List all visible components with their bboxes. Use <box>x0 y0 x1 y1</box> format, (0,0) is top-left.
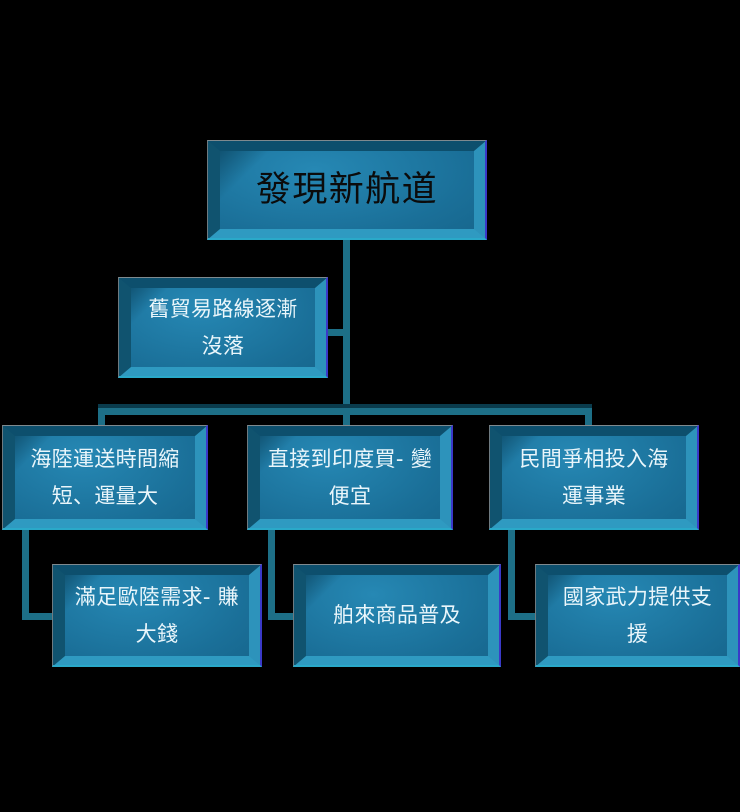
connector-drop-effect-1 <box>98 408 105 428</box>
node-sub-2[interactable]: 舶來商品普及 <box>293 564 501 667</box>
node-cause[interactable]: 舊貿易路線逐漸 沒落 <box>118 277 328 378</box>
node-effect-2-label: 直接到印度買- 變 便宜 <box>267 446 433 508</box>
connector-drop-sub-2 <box>268 528 275 620</box>
node-sub-1[interactable]: 滿足歐陸需求- 賺 大錢 <box>52 564 262 667</box>
connector-drop-effect-2 <box>343 408 350 428</box>
connector-elbow-sub-1 <box>22 613 56 620</box>
connector-elbow-sub-2 <box>268 613 298 620</box>
node-sub-3-label: 國家武力提供支 援 <box>562 584 713 646</box>
connector-drop-sub-1 <box>22 528 29 620</box>
connector-drop-effect-3 <box>585 408 592 428</box>
connector-root-trunk <box>343 238 350 414</box>
connector-elbow-sub-3 <box>508 613 540 620</box>
node-effect-1-label: 海陸運送時間縮 短、運量大 <box>30 446 180 508</box>
connector-drop-sub-3 <box>508 528 515 620</box>
node-effect-3-label: 民間爭相投入海 運事業 <box>519 446 669 508</box>
node-root-label: 發現新航道 <box>255 170 438 210</box>
node-cause-label: 舊貿易路線逐漸 沒落 <box>148 296 298 358</box>
connector-level3-bar-shadow <box>98 404 592 408</box>
node-effect-2[interactable]: 直接到印度買- 變 便宜 <box>247 425 453 530</box>
connector-to-cause <box>325 329 347 336</box>
node-root[interactable]: 發現新航道 <box>207 140 487 240</box>
node-effect-3[interactable]: 民間爭相投入海 運事業 <box>489 425 699 530</box>
node-sub-1-label: 滿足歐陸需求- 賺 大錢 <box>74 584 240 646</box>
node-sub-2-label: 舶來商品普及 <box>333 603 461 628</box>
node-effect-1[interactable]: 海陸運送時間縮 短、運量大 <box>2 425 208 530</box>
node-sub-3[interactable]: 國家武力提供支 援 <box>535 564 740 667</box>
